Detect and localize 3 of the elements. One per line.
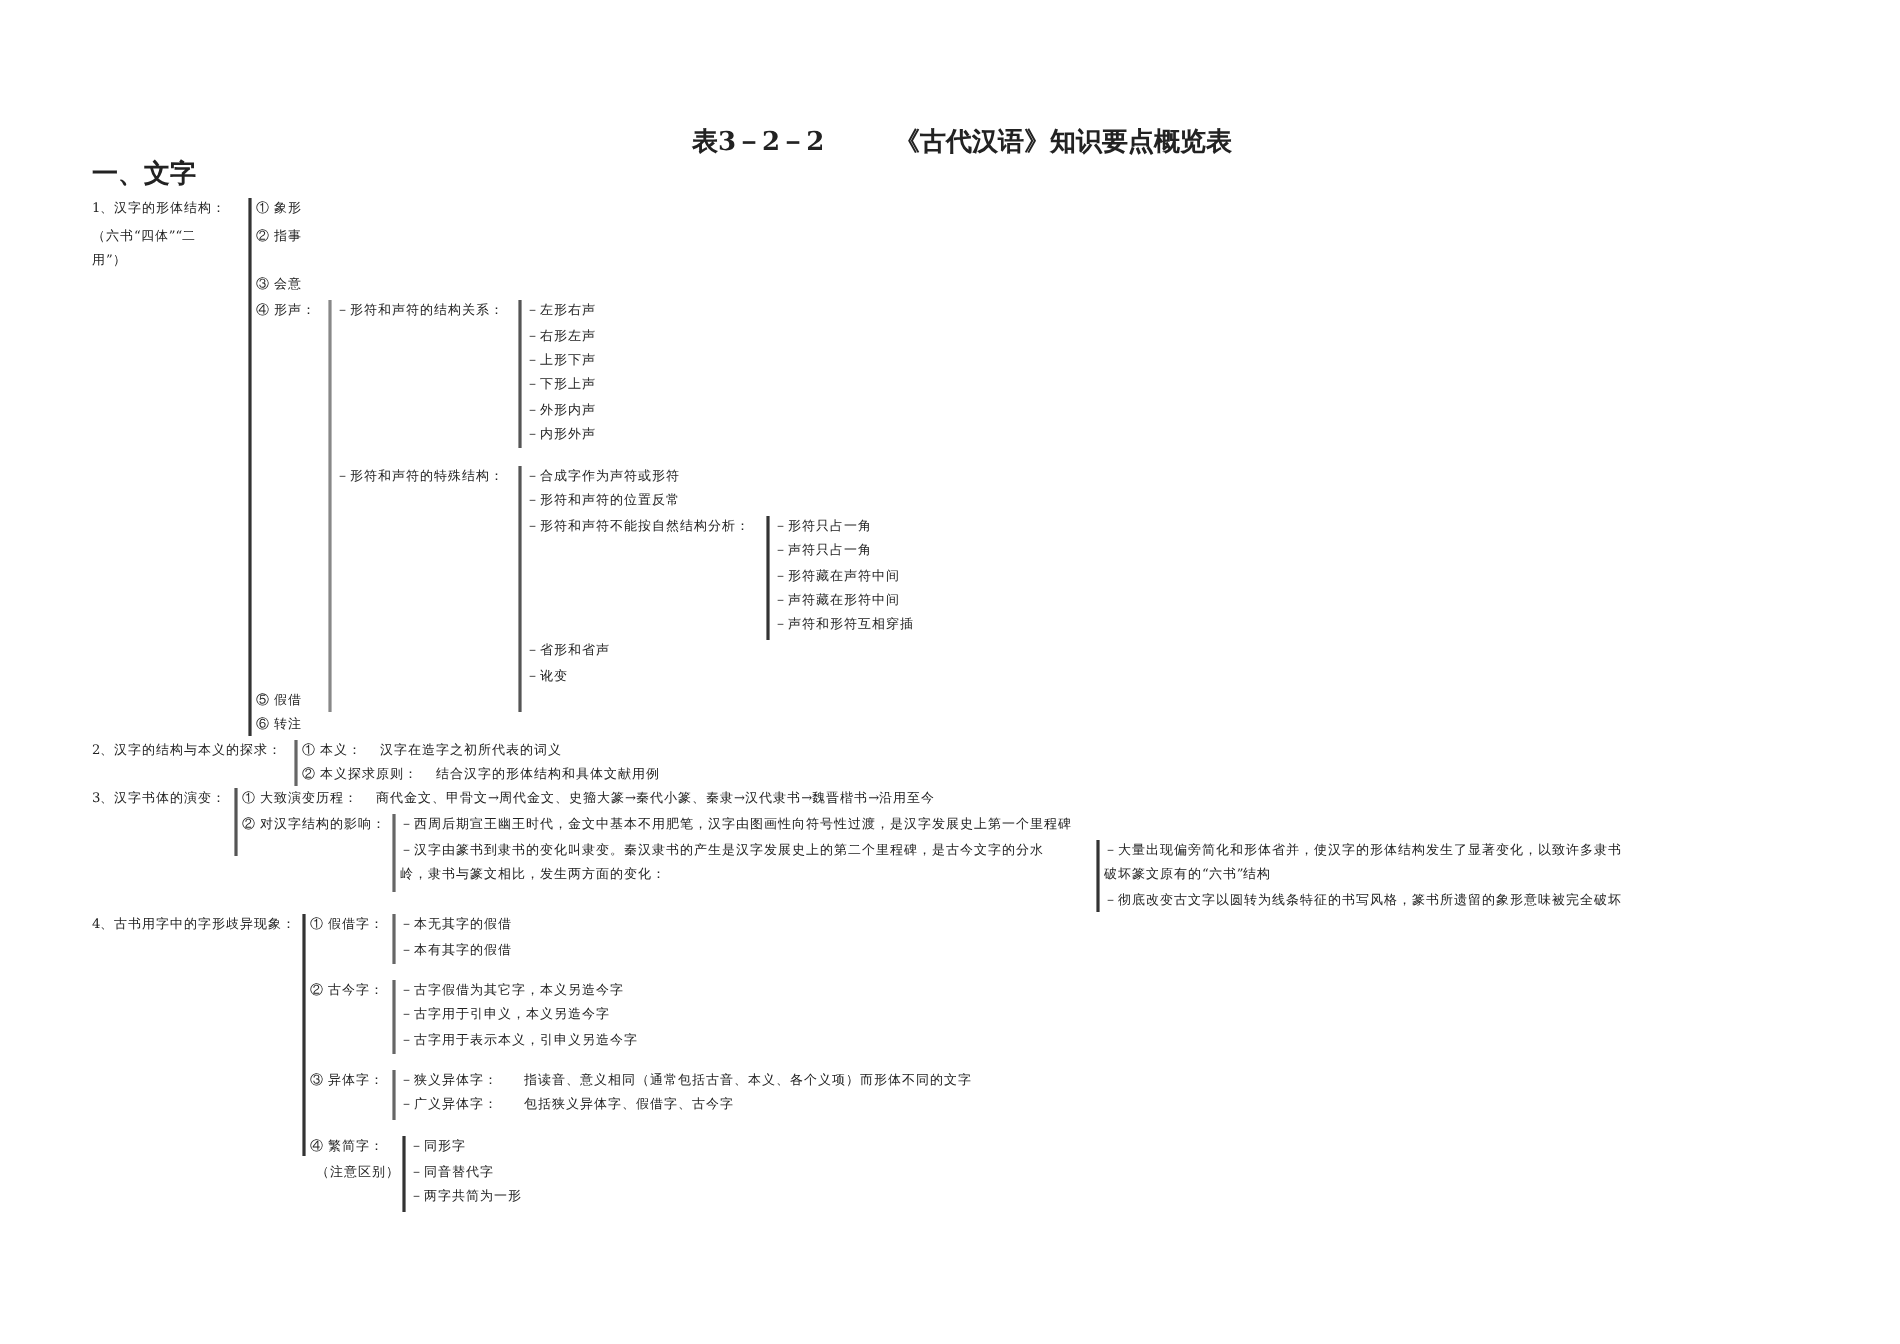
section-heading: 一、文字 [92,160,196,192]
title: 《古代汉语》知识要点概览表 [894,128,1232,160]
table-number: 表3－2－2 [692,128,825,160]
